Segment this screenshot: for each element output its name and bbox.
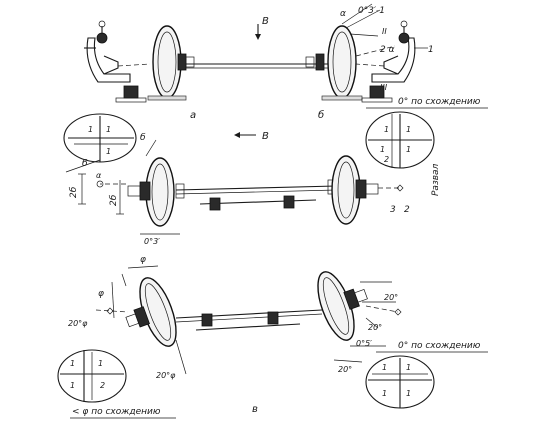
toe-phi-label: < φ по схождению — [72, 407, 161, 417]
svg-text:2: 2 — [100, 381, 105, 390]
phi-top-label: φ — [140, 255, 146, 265]
panel-label-b-top: б — [318, 109, 324, 121]
ray-3 — [349, 33, 379, 37]
phi-left-label: φ — [98, 289, 104, 299]
svg-text:1: 1 — [382, 363, 387, 372]
label-2b-left: 2б — [69, 186, 79, 198]
right-wheel-top — [305, 25, 363, 101]
svg-text:2: 2 — [384, 155, 389, 164]
ray-2 — [345, 9, 381, 29]
svg-text:1: 1 — [406, 125, 411, 134]
small-angle-label: 0°5′ — [356, 339, 372, 348]
panel-label-c: в — [252, 404, 258, 415]
label-alpha-middle: α — [96, 171, 102, 180]
callout-3: 3 — [390, 205, 396, 215]
screen-top-right: 1 1 1 1 2 — [365, 111, 435, 169]
svg-text:1: 1 — [406, 389, 411, 398]
left-wheel-middle — [100, 157, 175, 227]
right-projector-stand — [355, 20, 428, 103]
svg-text:1: 1 — [384, 125, 389, 134]
callout-III: III — [380, 83, 388, 92]
right-wheel-bottom — [317, 271, 368, 341]
light-spot-left — [96, 180, 104, 188]
direction-label-top: В — [262, 16, 269, 27]
label-2b: 2б — [109, 194, 119, 206]
direction-label-middle: В — [262, 131, 269, 142]
right-wheel-middle — [331, 155, 400, 225]
panel-a: В α 0°3′-1 2 α 1 II III а б 0° по схожде… — [84, 3, 488, 121]
panel-b: 1 1 1 1 1 1 1 2 В — [63, 111, 441, 246]
angle-tolerance-label: 0°3′-1 — [358, 6, 385, 16]
tie-rod-bottom — [195, 323, 301, 331]
alpha-label: α — [340, 9, 346, 19]
left-wheel-top — [147, 25, 195, 101]
deg20-label-a: 20° — [384, 293, 398, 302]
callout-II: II — [382, 27, 387, 36]
svg-text:1: 1 — [406, 145, 411, 154]
callout-2: 2 — [404, 205, 410, 215]
ray-1 — [341, 3, 373, 25]
ray-4 — [355, 45, 396, 57]
svg-text:1: 1 — [70, 359, 75, 368]
svg-text:1: 1 — [406, 363, 411, 372]
screen-top-left: 1 1 1 — [63, 113, 137, 163]
left-wheel-bottom — [125, 277, 177, 347]
axle-bottom — [175, 309, 323, 319]
screen-bottom-left: 1 1 1 2 — [57, 349, 127, 403]
light-spot-bottom-right — [394, 308, 402, 316]
svg-text:1: 1 — [380, 145, 385, 154]
phi-angle-left: 20°φ — [68, 319, 88, 328]
svg-text:1: 1 — [98, 359, 103, 368]
phi-angle-bottom: 20°φ — [156, 371, 176, 380]
angle-label-middle: 0°3′ — [144, 237, 160, 246]
light-spot-bottom-left — [106, 307, 114, 315]
svg-text:1: 1 — [106, 125, 111, 134]
panel-c: φ φ 20°φ 20°φ 20° 20° 20° 0°5′ 0° по схо… — [57, 255, 488, 419]
svg-text:1: 1 — [88, 125, 93, 134]
callout-1: 1 — [428, 45, 434, 55]
screen-bottom-right: 1 1 1 1 — [365, 355, 435, 409]
axle-middle — [175, 185, 337, 191]
deg20-label-b: 20° — [368, 323, 382, 332]
left-projector-stand — [84, 20, 151, 103]
light-spot-right — [396, 184, 404, 192]
label-b-middle: б — [140, 133, 146, 143]
svg-text:1: 1 — [106, 147, 111, 156]
two-alpha-label: 2 α — [380, 45, 395, 55]
svg-text:1: 1 — [70, 381, 75, 390]
panel-label-a: а — [190, 110, 196, 121]
label-b-small: б — [82, 159, 88, 169]
toe-label-bottom: 0° по схождению — [398, 341, 481, 351]
camber-label: Развал — [431, 163, 441, 196]
deg20-label-c: 20° — [338, 365, 352, 374]
svg-text:1: 1 — [382, 389, 387, 398]
toe-label-top: 0° по схождению — [398, 97, 481, 107]
